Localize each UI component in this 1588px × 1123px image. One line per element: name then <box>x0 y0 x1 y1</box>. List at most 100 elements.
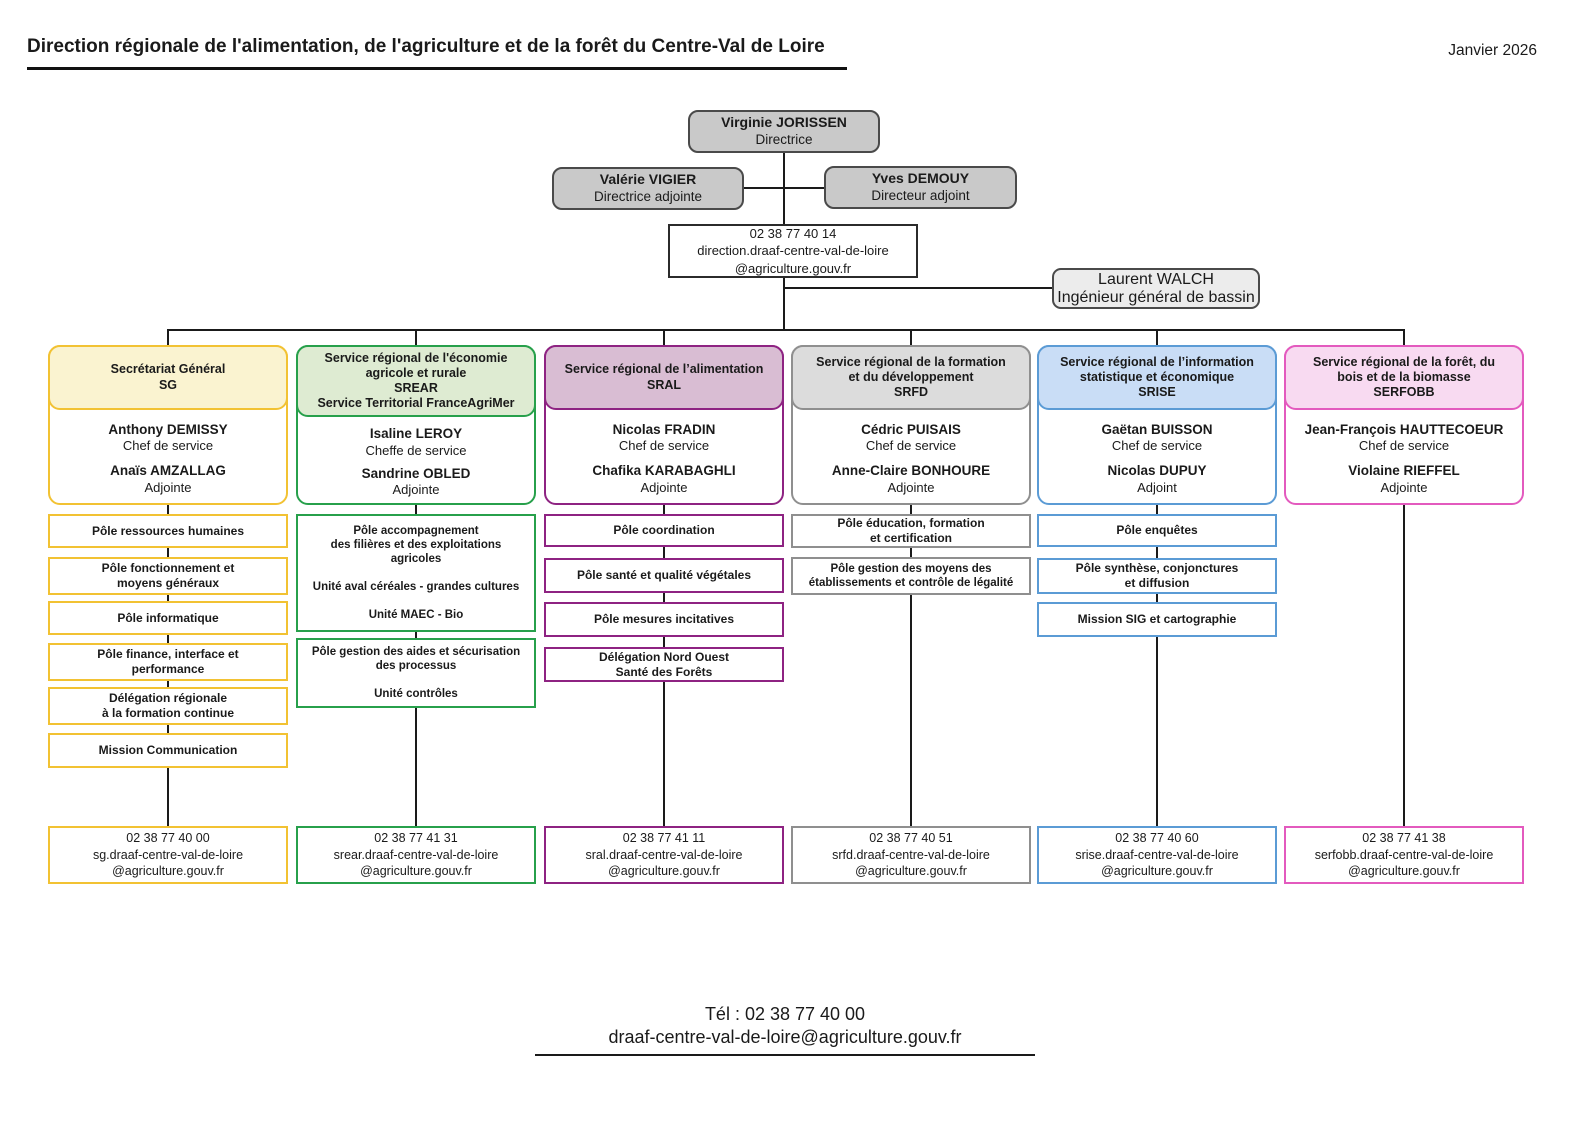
deputy-name: Nicolas DUPUY <box>1107 463 1207 479</box>
service-chief: Nicolas FRADIN Chef de service <box>613 422 716 454</box>
service-deputy: Chafika KARABAGHLI Adjointe <box>592 463 735 495</box>
page-title: Direction régionale de l'alimentation, d… <box>27 36 847 70</box>
deputy-director-role: Directeur adjoint <box>871 187 970 203</box>
connector-line <box>910 330 912 346</box>
pole-box: Pôle gestion des moyens des établissemen… <box>791 557 1031 595</box>
service-chief: Anthony DEMISSY Chef de service <box>108 422 227 454</box>
deputy-name: Anne-Claire BONHOURE <box>831 463 991 479</box>
direction-contact-box: 02 38 77 40 14 direction.draaf-centre-va… <box>668 224 918 278</box>
service-title-sg: Secrétariat Général SG <box>48 345 288 410</box>
service-deputy: Sandrine OBLED Adjointe <box>362 466 471 498</box>
service-people: Gaëtan BUISSON Chef de service Nicolas D… <box>1039 410 1275 509</box>
service-contact-serfobb: 02 38 77 41 38 serfobb.draaf-centre-val-… <box>1284 826 1524 884</box>
service-deputy: Violaine RIEFFEL Adjointe <box>1348 463 1460 495</box>
deputy-role: Adjointe <box>144 479 192 495</box>
connector-line <box>1156 330 1158 346</box>
pole-box: Pôle éducation, formation et certificati… <box>791 514 1031 548</box>
chief-role: Chef de service <box>122 438 214 453</box>
page-date: Janvier 2026 <box>1448 42 1537 59</box>
deputy-name: Violaine RIEFFEL <box>1348 463 1460 479</box>
service-contact-srfd: 02 38 77 40 51 srfd.draaf-centre-val-de-… <box>791 826 1031 884</box>
connector-line <box>167 330 169 346</box>
service-title-srear: Service régional de l'économie agricole … <box>296 345 536 417</box>
service-title-sral: Service régional de l’alimentation SRAL <box>544 345 784 410</box>
pole-box: Délégation Nord Ouest Santé des Forêts <box>544 647 784 682</box>
deputy-role: Adjointe <box>392 481 440 497</box>
deputy-role: Adjointe <box>887 479 935 495</box>
chief-role: Chef de service <box>1111 438 1203 453</box>
deputy-role: Adjointe <box>640 479 688 495</box>
service-chief: Isaline LEROY Cheffe de service <box>366 426 467 458</box>
service-people: Isaline LEROY Cheffe de service Sandrine… <box>298 417 534 509</box>
director-box: Virginie JORISSEN Directrice <box>688 110 880 153</box>
service-card-sral: Service régional de l’alimentation SRAL … <box>544 345 784 505</box>
service-deputy: Anne-Claire BONHOURE Adjointe <box>832 463 990 495</box>
chief-role: Cheffe de service <box>365 442 467 458</box>
connector-line <box>1156 505 1158 827</box>
chief-role: Chef de service <box>1358 438 1450 453</box>
connector-line <box>663 330 665 346</box>
service-card-srear: Service régional de l'économie agricole … <box>296 345 536 505</box>
chief-role: Chef de service <box>865 438 957 453</box>
pole-box: Pôle coordination <box>544 514 784 547</box>
connector-line <box>783 277 785 331</box>
service-chief: Jean-François HAUTTECOEUR Chef de servic… <box>1305 422 1504 454</box>
service-contact-sral: 02 38 77 41 11 sral.draaf-centre-val-de-… <box>544 826 784 884</box>
service-people: Nicolas FRADIN Chef de service Chafika K… <box>546 410 782 509</box>
service-contact-srise: 02 38 77 40 60 srise.draaf-centre-val-de… <box>1037 826 1277 884</box>
chief-role: Chef de service <box>618 438 710 453</box>
pole-box: Pôle santé et qualité végétales <box>544 558 784 593</box>
service-contact-srear: 02 38 77 41 31 srear.draaf-centre-val-de… <box>296 826 536 884</box>
service-chief: Cédric PUISAIS Chef de service <box>861 422 961 454</box>
deputy-name: Sandrine OBLED <box>361 465 471 481</box>
chief-name: Gaëtan BUISSON <box>1101 421 1213 437</box>
service-chief: Gaëtan BUISSON Chef de service <box>1101 422 1212 454</box>
chief-name: Jean-François HAUTTECOEUR <box>1304 421 1504 437</box>
service-deputy: Anaïs AMZALLAG Adjointe <box>110 463 226 495</box>
basin-engineer-box: Laurent WALCH Ingénieur général de bassi… <box>1052 268 1260 309</box>
connector-line <box>415 330 417 346</box>
chief-name: Isaline LEROY <box>369 426 463 442</box>
footer-phone: Tél : 02 38 77 40 00 <box>704 1004 866 1024</box>
deputy-director-female-box: Valérie VIGIER Directrice adjointe <box>552 167 744 210</box>
service-card-serfobb: Service régional de la forêt, du bois et… <box>1284 345 1524 505</box>
chief-name: Nicolas FRADIN <box>612 421 716 437</box>
pole-box: Pôle fonctionnement et moyens généraux <box>48 557 288 595</box>
pole-box: Pôle mesures incitatives <box>544 602 784 637</box>
connector-line <box>910 505 912 827</box>
pole-box: Pôle accompagnement des filières et des … <box>296 514 536 632</box>
deputy-director-male-box: Yves DEMOUY Directeur adjoint <box>824 166 1017 209</box>
pole-box: Pôle enquêtes <box>1037 514 1277 547</box>
service-card-sg: Secrétariat Général SG Anthony DEMISSY C… <box>48 345 288 505</box>
deputy-director-role: Directrice adjointe <box>593 188 703 204</box>
service-people: Anthony DEMISSY Chef de service Anaïs AM… <box>50 410 286 509</box>
service-contact-sg: 02 38 77 40 00 sg.draaf-centre-val-de-lo… <box>48 826 288 884</box>
pole-box: Pôle informatique <box>48 601 288 635</box>
deputy-role: Adjointe <box>1380 479 1428 495</box>
connector-line <box>1403 505 1405 827</box>
service-title-srfd: Service régional de la formation et du d… <box>791 345 1031 410</box>
connector-line <box>1403 330 1405 346</box>
service-people: Jean-François HAUTTECOEUR Chef de servic… <box>1286 410 1522 509</box>
service-card-srfd: Service régional de la formation et du d… <box>791 345 1031 505</box>
footer-email: draaf-centre-val-de-loire@agriculture.go… <box>608 1027 962 1047</box>
service-title-serfobb: Service régional de la forêt, du bois et… <box>1284 345 1524 410</box>
pole-box: Pôle ressources humaines <box>48 514 288 548</box>
director-name: Virginie JORISSEN <box>721 114 847 131</box>
service-people: Cédric PUISAIS Chef de service Anne-Clai… <box>793 410 1029 509</box>
deputy-director-name: Valérie VIGIER <box>599 171 697 188</box>
service-deputy: Nicolas DUPUY Adjoint <box>1107 463 1206 495</box>
basin-engineer-name: Laurent WALCH <box>1098 270 1214 288</box>
director-role: Directrice <box>755 131 813 147</box>
pole-box: Mission SIG et cartographie <box>1037 602 1277 637</box>
deputy-director-name: Yves DEMOUY <box>871 170 970 187</box>
deputy-role: Adjoint <box>1137 479 1177 495</box>
basin-engineer-role: Ingénieur général de bassin <box>1057 288 1255 306</box>
pole-box: Mission Communication <box>48 733 288 768</box>
connector-line <box>785 287 1052 289</box>
pole-box: Délégation régionale à la formation cont… <box>48 687 288 725</box>
deputy-name: Anaïs AMZALLAG <box>110 463 226 479</box>
pole-box: Pôle gestion des aides et sécurisation d… <box>296 638 536 708</box>
footer-underline <box>535 1054 1035 1056</box>
